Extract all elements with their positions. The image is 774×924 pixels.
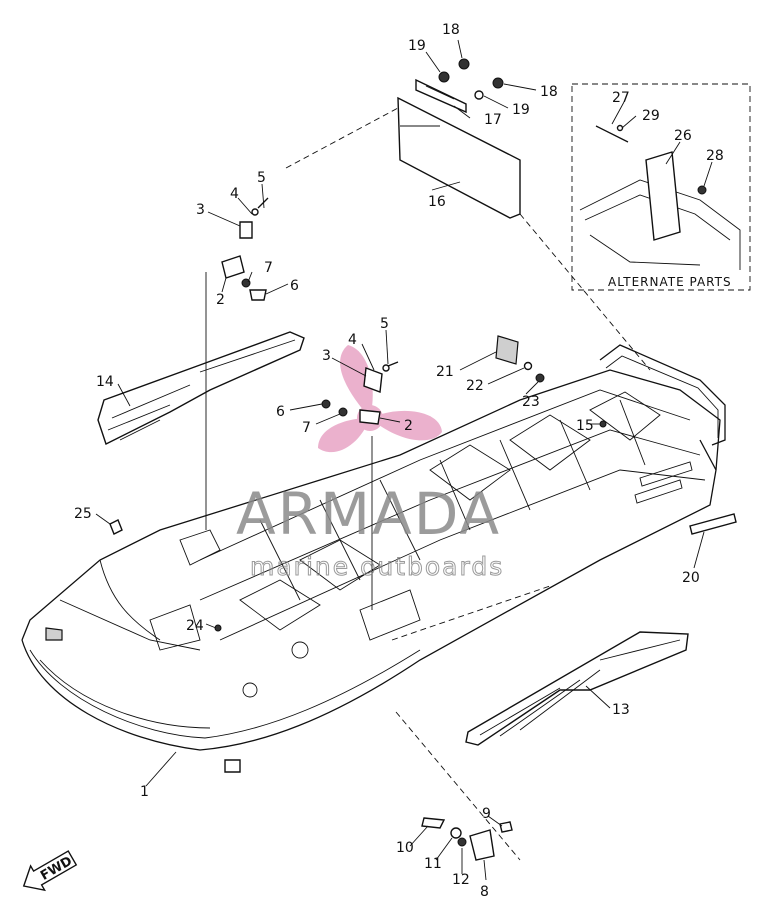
running-board-left [97,331,305,445]
watermark-brand: ARMADA [236,480,501,548]
inset-caption: ALTERNATE PARTS [608,275,732,289]
callout-7-middle: 7 [302,420,311,436]
callout-17: 17 [484,112,502,128]
callout-29: 29 [642,108,660,124]
callout-8: 8 [480,884,489,900]
callout-25: 25 [74,506,92,522]
callout-labels: 1 2 2 3 3 4 4 5 5 6 6 7 7 8 9 10 11 12 1… [74,22,724,900]
seat-plate [397,78,521,219]
callout-6-middle: 6 [276,404,285,420]
callout-19-right: 19 [512,102,530,118]
callout-27: 27 [612,90,630,106]
fwd-arrow-icon: FWD [22,850,78,892]
hitch-parts-lower [421,817,513,861]
callout-26: 26 [674,128,692,144]
running-board-right [465,631,689,746]
callout-23: 23 [522,394,540,410]
callout-15: 15 [576,418,594,434]
latch-parts-upper [221,197,269,301]
callout-20: 20 [682,570,700,586]
callout-2-upper: 2 [216,292,225,308]
callout-5-upper: 5 [257,170,266,186]
callout-18-right: 18 [540,84,558,100]
callout-22: 22 [466,378,484,394]
callout-3-middle: 3 [322,348,331,364]
callout-10: 10 [396,840,414,856]
callout-6-upper: 6 [290,278,299,294]
callout-2-middle: 2 [404,418,413,434]
callout-28: 28 [706,148,724,164]
callout-7-upper: 7 [264,260,273,276]
callout-11: 11 [424,856,442,872]
callout-21: 21 [436,364,454,380]
leader-lines [95,39,713,881]
propeller-icon [318,345,442,453]
reference-lines [205,107,651,861]
callout-5-middle: 5 [380,316,389,332]
callout-4-upper: 4 [230,186,239,202]
misc-hardware [109,58,737,632]
callout-24: 24 [186,618,204,634]
latch-parts-middle [321,361,399,425]
callout-13: 13 [612,702,630,718]
callout-19-left: 19 [408,38,426,54]
callout-3-upper: 3 [196,202,205,218]
alternate-parts-inset: ALTERNATE PARTS [571,83,751,291]
callout-18-top: 18 [442,22,460,38]
hull-chassis [21,344,726,773]
callout-14: 14 [96,374,114,390]
watermark-tagline: marine outboards [250,552,504,581]
callout-1: 1 [140,784,149,800]
callout-4-middle: 4 [348,332,357,348]
callout-12: 12 [452,872,470,888]
callout-9: 9 [482,806,491,822]
callout-16: 16 [428,194,446,210]
